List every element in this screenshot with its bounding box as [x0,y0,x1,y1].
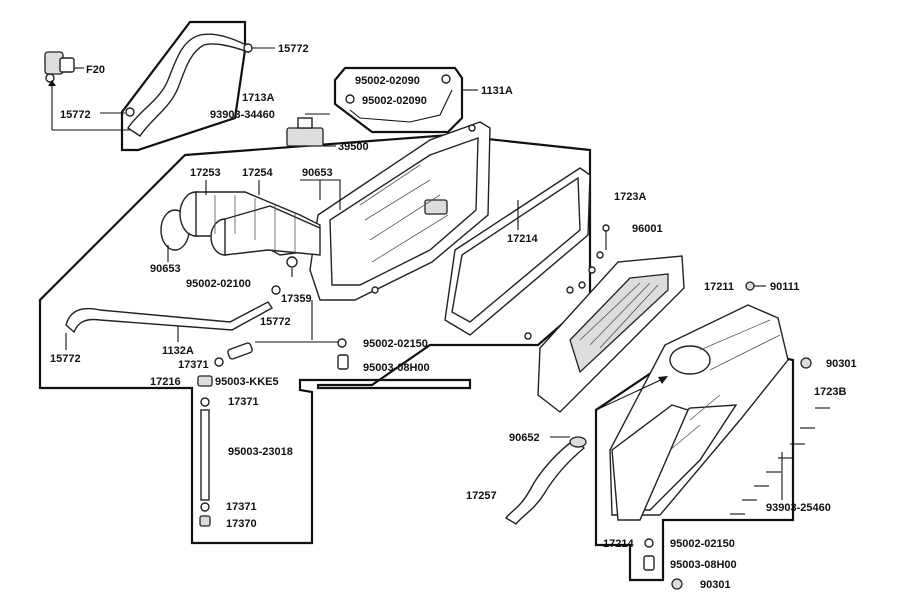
label-95002-02090-b: 95002-02090 [362,95,427,107]
intake-hose-17257 [505,436,587,525]
drain-tube-95003-23018 [199,397,211,527]
label-15772-mid: 15772 [260,316,291,328]
label-95002-02090-a: 95002-02090 [355,75,420,87]
label-95003-kke5: 95003-KKE5 [215,376,279,388]
group-outline-1723A [38,133,592,545]
screws-96001 [524,224,610,340]
label-90653-top: 90653 [302,167,333,179]
nut-90301-top [800,357,812,369]
bolt-90111 [745,281,766,291]
label-95002-02100: 95002-02100 [186,278,251,290]
valve-f20 [44,51,84,83]
label-95003-08h00-br: 95003-08H00 [670,559,737,571]
label-1723b: 1723B [814,386,846,398]
label-90301-bottom: 90301 [700,579,731,591]
label-15772-bl: 15772 [50,353,81,365]
label-17257: 17257 [466,490,497,502]
label-17371-b: 17371 [228,396,259,408]
label-90653-left: 90653 [150,263,181,275]
group-outline-1723B [594,338,795,582]
label-1723a: 1723A [614,191,646,203]
drain-tube-1131A [345,74,478,123]
label-1131A: 1131A [481,85,513,97]
label-95002-02150-br: 95002-02150 [670,538,735,550]
clip-95002-02150-mid [337,338,347,348]
label-17371-a: 17371 [178,359,209,371]
screws-93903-25460 [730,407,830,515]
label-95003-23018: 95003-23018 [228,446,293,458]
label-90111: 90111 [770,281,799,293]
air-filter-element-17211 [537,255,685,413]
drain-plug-parts [197,300,340,387]
clip-17359 [271,285,281,295]
label-17371-c: 17371 [226,501,257,513]
label-17211: 17211 [704,281,734,293]
label-95003-08h00-mid: 95003-08H00 [363,362,430,374]
gasket-17214-lower [611,404,689,521]
airbox-housing-upper [309,121,491,301]
label-17370: 17370 [226,518,257,530]
label-1132A: 1132A [162,345,194,357]
label-15772-left: 15772 [60,109,91,121]
label-17253: 17253 [190,167,221,179]
label-15772-top: 15772 [278,43,309,55]
clip-95002-02150-br [644,538,654,548]
group-outline-1131A [333,66,464,134]
label-93903-25460: 93903-25460 [766,502,831,514]
label-17359: 17359 [281,293,312,305]
label-17214-a: 17214 [507,233,538,245]
plug-95003-08H00-mid [337,354,349,370]
clip-95002-02100 [286,256,298,268]
intake-duct-assembly [160,179,341,262]
label-90301-top: 90301 [826,358,857,370]
label-93903-34460: 93903-34460 [210,109,275,121]
label-1713A: 1713A [242,92,274,104]
flow-arrow [595,377,666,411]
leader-f20-down [48,80,130,131]
group-outline-1713A [120,20,247,152]
label-95002-02150-mid: 95002-02150 [363,338,428,350]
label-17214-b: 17214 [603,538,634,550]
label-39500: 39500 [338,141,369,153]
label-96001: 96001 [632,223,663,235]
label-17216: 17216 [150,376,181,388]
label-17254: 17254 [242,167,273,179]
label-f20: F20 [86,64,105,76]
label-90652: 90652 [509,432,540,444]
plug-95003-08H00-br [643,555,655,571]
hose-1132A [65,301,274,334]
sensor-39500 [286,113,336,147]
nut-90301-bottom [671,578,683,590]
